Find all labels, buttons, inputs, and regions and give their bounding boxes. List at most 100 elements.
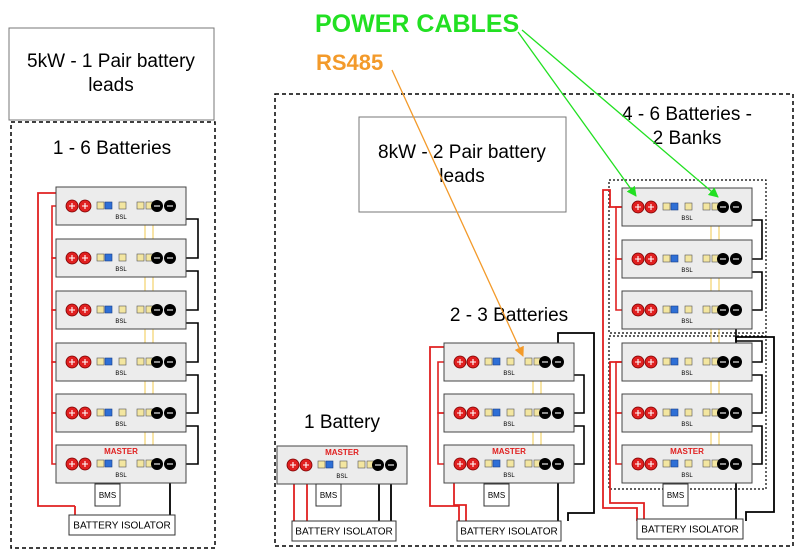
status-led (136, 357, 145, 366)
battery-bsl-label: BSL (681, 319, 693, 325)
status-led (136, 253, 145, 262)
status-led (702, 408, 711, 417)
status-led (357, 460, 366, 469)
battery-bsl-label: BSL (115, 473, 127, 479)
comm-port (670, 305, 679, 314)
comm-port (96, 357, 105, 366)
battery-isolator-d (636, 518, 744, 540)
title-4-6-batteries-line1: 4 - 6 Batteries - (622, 104, 752, 125)
comm-port (96, 408, 105, 417)
battery-bsl-label: BSL (503, 473, 515, 479)
status-led (702, 254, 711, 263)
battery-bsl-label: BSL (115, 319, 127, 325)
plus-icon (82, 203, 88, 209)
plus-icon (69, 255, 75, 261)
plus-icon (648, 256, 654, 262)
comm-port (492, 408, 501, 417)
plus-icon (82, 359, 88, 365)
frame-5kw (10, 121, 216, 549)
status-led (702, 305, 711, 314)
comm-port (662, 254, 671, 263)
bms-box-c-text: BMS (488, 491, 505, 500)
battery-isolator-a (68, 514, 176, 536)
comm-port (670, 254, 679, 263)
status-led (524, 408, 533, 417)
plus-icon (457, 461, 463, 467)
plus-icon (648, 359, 654, 365)
plus-icon (69, 203, 75, 209)
battery-isolator-a-text: BATTERY ISOLATOR (73, 521, 170, 532)
battery-bsl-label: BSL (503, 371, 515, 377)
plus-icon (457, 359, 463, 365)
plus-icon (69, 359, 75, 365)
plus-icon (648, 307, 654, 313)
comm-port (662, 459, 671, 468)
plus-icon (470, 410, 476, 416)
plus-icon (290, 462, 296, 468)
plus-icon (82, 307, 88, 313)
box-5kw-line2: leads (88, 75, 133, 96)
plus-icon (82, 255, 88, 261)
comm-port (662, 305, 671, 314)
status-led (702, 459, 711, 468)
status-led (506, 357, 515, 366)
comm-port (492, 357, 501, 366)
comm-port (104, 408, 113, 417)
comm-port (484, 408, 493, 417)
bms-box-a-text: BMS (99, 491, 116, 500)
status-led (136, 408, 145, 417)
battery-bsl-label: BSL (115, 371, 127, 377)
box-8kw-line1: 8kW - 2 Pair battery (378, 142, 546, 163)
box-8kw-line2: leads (439, 166, 484, 187)
bms-box-d (662, 483, 689, 507)
plus-icon (635, 410, 641, 416)
title-4-6-batteries-line2: 2 Banks (653, 128, 722, 149)
box-8kw (358, 116, 567, 213)
status-led (684, 305, 693, 314)
status-led (702, 357, 711, 366)
battery-isolator-d-text: BATTERY ISOLATOR (641, 525, 738, 536)
bank-negative-link (735, 310, 763, 363)
comm-port (670, 357, 679, 366)
status-led (702, 202, 711, 211)
battery-bsl-label: BSL (681, 268, 693, 274)
battery-bsl-label: BSL (115, 215, 127, 221)
rs485-label: RS485 (316, 50, 383, 75)
status-led (524, 357, 533, 366)
plus-icon (69, 307, 75, 313)
bms-box-c (483, 483, 510, 507)
bms-box-b (315, 483, 342, 507)
power-cables-arrow-1 (517, 31, 637, 197)
status-led (118, 357, 127, 366)
battery-bsl-label: BSL (336, 474, 348, 480)
plus-icon (648, 410, 654, 416)
main-positive-lead (602, 189, 638, 521)
status-led (136, 201, 145, 210)
status-led (136, 305, 145, 314)
power-cables-label: POWER CABLES (315, 10, 519, 38)
comm-port (670, 408, 679, 417)
plus-icon (303, 462, 309, 468)
status-led (339, 460, 348, 469)
comm-port (325, 460, 334, 469)
title-1-battery: 1 Battery (304, 412, 381, 433)
comm-port (104, 253, 113, 262)
status-led (118, 305, 127, 314)
plus-icon (470, 461, 476, 467)
bms-box-d-text: BMS (667, 491, 684, 500)
bank-1-frame (608, 179, 767, 334)
power-cables-arrow-2 (521, 29, 719, 198)
battery-isolator-c-text: BATTERY ISOLATOR (460, 527, 557, 538)
comm-port (104, 201, 113, 210)
battery-bsl-label: BSL (681, 371, 693, 377)
comm-port (96, 459, 105, 468)
bms-box-a (94, 483, 121, 507)
title-2-3-batteries: 2 - 3 Batteries (450, 305, 568, 326)
comm-port (670, 202, 679, 211)
battery-isolator-b-text: BATTERY ISOLATOR (295, 527, 392, 538)
status-led (506, 408, 515, 417)
comm-port (484, 357, 493, 366)
comm-port (662, 202, 671, 211)
battery-isolator-b (291, 520, 397, 542)
